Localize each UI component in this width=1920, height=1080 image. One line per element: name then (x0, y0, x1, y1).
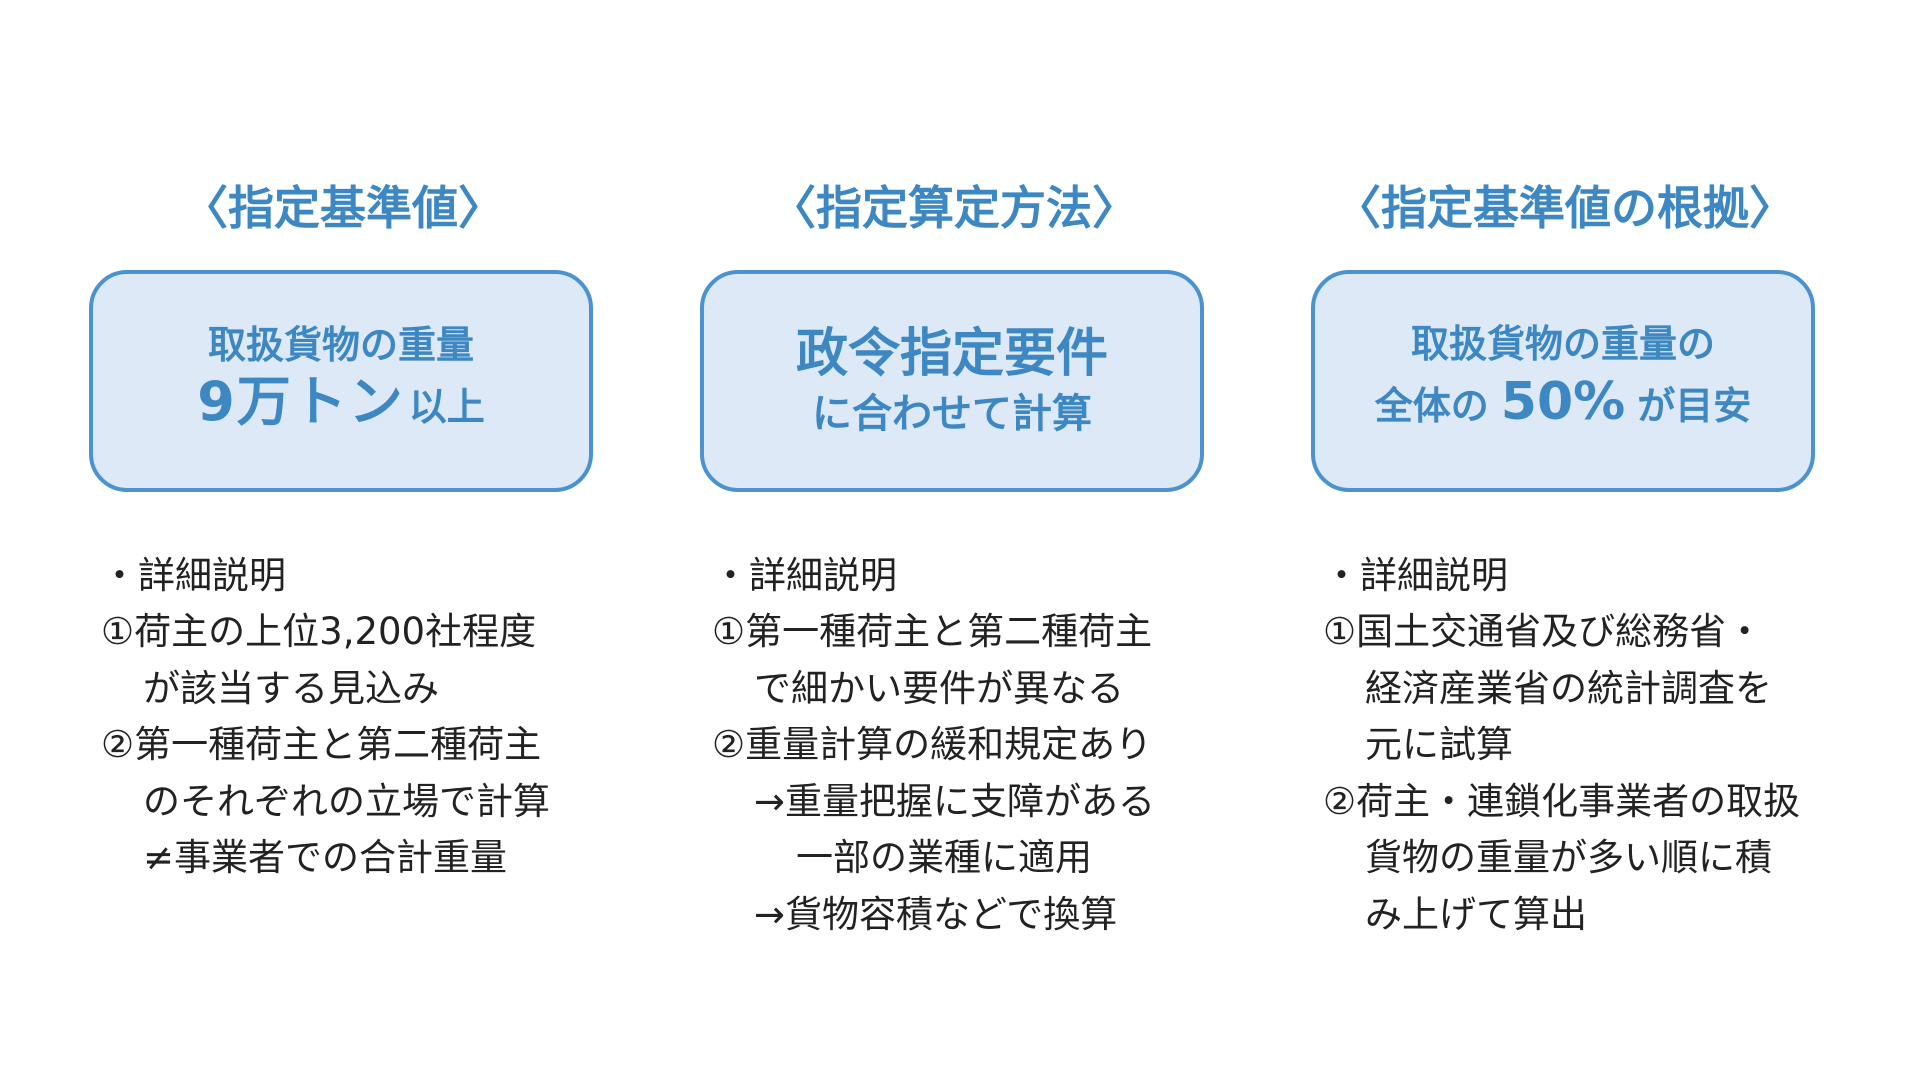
detail-line: み上げて算出 (1365, 892, 1587, 936)
box-suffix: 以上 (408, 384, 485, 429)
detail-line: で細かい要件が異なる (754, 666, 1124, 710)
detail-line: ①国土交通省及び総務省・ (1323, 610, 1764, 653)
box-line-1: 政令指定要件 (795, 324, 1108, 384)
detail-line: →貨物容積などで換算 (754, 892, 1118, 936)
highlight-box: 取扱貨物の重量 9万トン以上 (89, 270, 593, 492)
detail-heading: ・詳細説明 (1323, 554, 1508, 597)
detail-list: ①荷主の上位3,200社程度 が該当する見込み ②第一種荷主と第二種荷主 のそれ… (101, 604, 611, 887)
detail-line: ②荷主・連鎖化事業者の取扱 (1323, 779, 1801, 823)
detail-heading: ・詳細説明 (712, 554, 897, 597)
detail-line: ②重量計算の緩和規定あり (712, 723, 1153, 766)
detail-list: ①国土交通省及び総務省・ 経済産業省の統計調査を 元に試算 ②荷主・連鎖化事業者… (1323, 604, 1833, 943)
detail-line: →重量把握に支障がある (754, 779, 1156, 823)
box-line-1: 取扱貨物の重量の (1410, 322, 1715, 366)
detail-heading: ・詳細説明 (101, 554, 286, 597)
detail-list: ①第一種荷主と第二種荷主 で細かい要件が異なる ②重量計算の緩和規定あり →重量… (712, 604, 1222, 943)
box-line-2: 9万トン以上 (197, 369, 485, 445)
box-suffix: が目安 (1637, 384, 1752, 428)
box-emphasis: 50% (1500, 372, 1626, 432)
box-emphasis: 9万トン (197, 369, 405, 433)
detail-line: が該当する見込み (143, 666, 439, 710)
box-line-1: 取扱貨物の重量 (207, 322, 474, 367)
box-prefix: 全体の (1374, 384, 1489, 428)
box-line-2: に合わせて計算 (812, 391, 1092, 437)
detail-line: ①第一種荷主と第二種荷主 (712, 610, 1153, 653)
column-heading: 〈指定基準値の根拠〉 (1335, 181, 1795, 235)
detail-line: 経済産業省の統計調査を (1365, 666, 1772, 710)
detail-line: ≠事業者での合計重量 (143, 836, 508, 879)
column-calculation-method: 〈指定算定方法〉 政令指定要件 に合わせて計算 ・詳細説明 ①第一種荷主と第二種… (694, 0, 1214, 1080)
column-heading: 〈指定算定方法〉 (770, 181, 1138, 235)
column-heading: 〈指定基準値〉 (182, 181, 504, 235)
detail-line: 元に試算 (1365, 723, 1513, 766)
detail-line: のそれぞれの立場で計算 (143, 779, 550, 823)
detail-line: 一部の業種に適用 (796, 836, 1092, 879)
detail-line: ①荷主の上位3,200社程度 (101, 610, 537, 653)
column-designation-criteria: 〈指定基準値〉 取扱貨物の重量 9万トン以上 ・詳細説明 ①荷主の上位3,200… (83, 0, 603, 1080)
detail-line: ②第一種荷主と第二種荷主 (101, 723, 542, 766)
highlight-box: 政令指定要件 に合わせて計算 (700, 270, 1204, 492)
detail-line: 貨物の重量が多い順に積 (1365, 836, 1772, 879)
